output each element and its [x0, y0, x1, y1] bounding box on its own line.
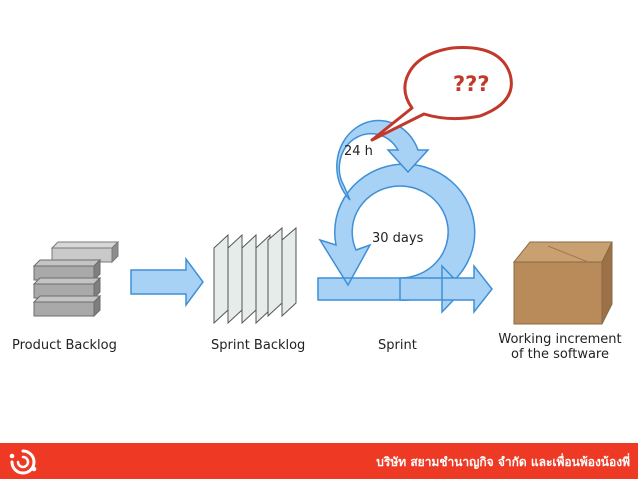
product-backlog-label: Product Backlog [12, 338, 117, 353]
sprint-cycle-arrow [317, 163, 493, 315]
scrum-diagram [32, 46, 613, 325]
sprint-backlog-label: Sprint Backlog [211, 338, 306, 353]
sprint-length-label: 30 days [372, 231, 424, 246]
question-text: ??? [453, 72, 490, 96]
product-backlog-stack [32, 240, 120, 318]
increment-box [512, 241, 613, 325]
backlog-block [32, 276, 102, 300]
daily-cycle-arrow [336, 119, 430, 201]
backlog-block [32, 258, 102, 282]
question-bubble [370, 46, 513, 142]
footer-bar: บริษัท สยามชำนาญกิจ จำกัด และเพื่อนพ้องน… [0, 443, 638, 479]
flow-arrow [130, 256, 204, 308]
increment-label-line1: Working increment [498, 332, 622, 347]
backlog-block [50, 240, 120, 264]
sprint-label: Sprint [378, 338, 417, 353]
sprint-backlog-sheets [213, 226, 297, 325]
daily-label: 24 h [344, 144, 373, 159]
company-logo-icon [9, 449, 37, 475]
company-name: บริษัท สยามชำนาญกิจ จำกัด และเพื่อนพ้องน… [376, 455, 630, 469]
increment-label-line2: of the software [511, 347, 609, 362]
backlog-block [32, 294, 102, 318]
